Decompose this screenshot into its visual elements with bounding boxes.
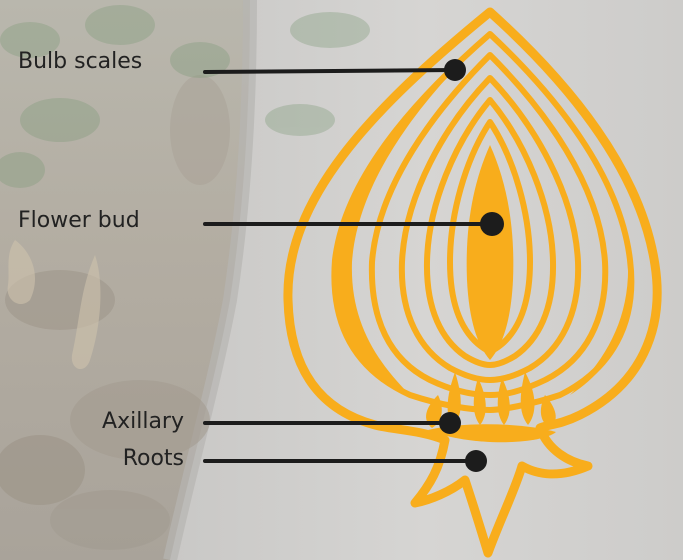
leader-line-bulb-scales [205, 70, 455, 72]
marker-dot-axillary [439, 412, 461, 434]
marker-dot-roots [465, 450, 487, 472]
label-axillary: Axillary [60, 409, 184, 435]
marker-dot-bulb-scales [444, 59, 466, 81]
flower-bud-shape [467, 145, 514, 360]
label-roots: Roots [60, 446, 184, 472]
label-flower-bud: Flower bud [18, 208, 140, 234]
label-bulb-scales: Bulb scales [18, 49, 142, 75]
marker-dot-flower-bud [480, 212, 504, 236]
